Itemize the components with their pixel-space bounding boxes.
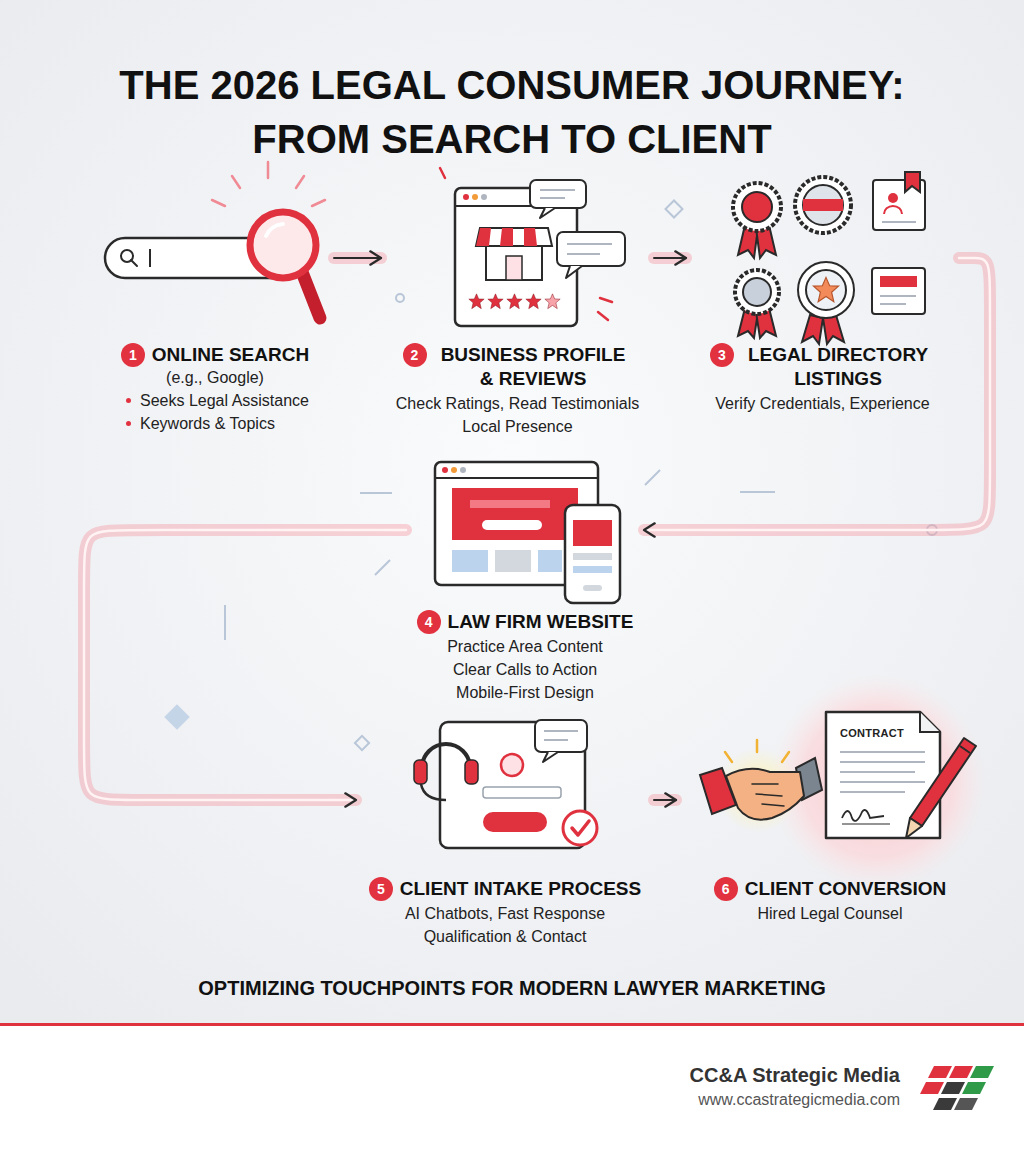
step-heading-row: 4 LAW FIRM WEBSITE bbox=[410, 610, 640, 634]
flow-arrow bbox=[84, 530, 406, 800]
step-heading: LEGAL DIRECTORY LISTINGS bbox=[741, 343, 935, 391]
brand-url: www.ccastrategicmedia.com bbox=[698, 1091, 900, 1109]
bullet-item: Keywords & Topics bbox=[126, 413, 275, 434]
flow-arrow bbox=[334, 257, 381, 259]
step-heading: LAW FIRM WEBSITE bbox=[448, 610, 634, 634]
footer-tagline: OPTIMIZING TOUCHPOINTS FOR MODERN LAWYER… bbox=[0, 977, 1024, 1000]
connector-group bbox=[84, 530, 406, 800]
step-description: Practice Area Content bbox=[447, 636, 603, 657]
profile-icon bbox=[440, 168, 625, 326]
flow-arrow bbox=[654, 799, 676, 801]
connector-glow bbox=[654, 252, 686, 264]
step-description: Mobile-First Design bbox=[456, 682, 594, 703]
step-heading-row: 5 CLIENT INTAKE PROCESS bbox=[360, 877, 650, 901]
step-number: 5 bbox=[369, 877, 393, 901]
step-description: AI Chatbots, Fast Response bbox=[405, 903, 605, 924]
step-heading: CLIENT INTAKE PROCESS bbox=[400, 877, 641, 901]
contract-title: CONTRACT bbox=[822, 727, 922, 739]
connector-glow bbox=[644, 258, 990, 530]
step-description: Qualification & Contact bbox=[424, 926, 587, 947]
journey-step: 5 CLIENT INTAKE PROCESSAI Chatbots, Fast … bbox=[360, 712, 650, 947]
step-description: Clear Calls to Action bbox=[453, 659, 597, 680]
connector-group bbox=[644, 258, 990, 530]
step-description: Hired Legal Counsel bbox=[758, 903, 903, 924]
step-number: 4 bbox=[417, 610, 441, 634]
directory-icon bbox=[733, 172, 925, 344]
connector-group bbox=[654, 258, 686, 259]
step-number: 2 bbox=[403, 343, 427, 367]
footer-band bbox=[0, 1026, 1024, 1154]
step-description: (e.g., Google) bbox=[166, 367, 264, 388]
connector-group bbox=[334, 258, 381, 259]
search-icon bbox=[105, 162, 325, 318]
bullet-item: Seeks Legal Assistance bbox=[126, 390, 309, 411]
step-number: 6 bbox=[714, 877, 738, 901]
website-icon bbox=[435, 462, 620, 603]
footer-rule bbox=[0, 1023, 1024, 1026]
brand-logo bbox=[920, 1066, 994, 1110]
journey-step: 6 CLIENT CONVERSIONHired Legal Counsel bbox=[680, 680, 980, 924]
connector-glow bbox=[84, 530, 406, 800]
diagram-title: THE 2026 LEGAL CONSUMER JOURNEY: FROM SE… bbox=[62, 58, 962, 166]
connector-group bbox=[654, 800, 676, 801]
step-heading-row: 1 ONLINE SEARCH bbox=[100, 343, 330, 367]
journey-step: 3 LEGAL DIRECTORY LISTINGSVerify Credenti… bbox=[690, 165, 955, 414]
journey-step: 2 BUSINESS PROFILE & REVIEWSCheck Ratings… bbox=[385, 165, 650, 437]
step-heading: CLIENT CONVERSION bbox=[745, 877, 947, 901]
flow-arrow bbox=[644, 258, 990, 530]
step-description: Local Presence bbox=[462, 416, 572, 437]
conversion-icon bbox=[700, 674, 986, 890]
step-heading: ONLINE SEARCH bbox=[152, 343, 309, 367]
page-ground bbox=[0, 0, 1024, 1026]
flow-arrow bbox=[654, 257, 686, 259]
intake-icon bbox=[414, 720, 597, 848]
step-heading: BUSINESS PROFILE & REVIEWS bbox=[434, 343, 633, 391]
step-number: 3 bbox=[710, 343, 734, 367]
step-heading-row: 3 LEGAL DIRECTORY LISTINGS bbox=[690, 343, 955, 391]
step-number: 1 bbox=[121, 343, 145, 367]
connector-glow bbox=[654, 794, 676, 806]
step-description: Check Ratings, Read Testimonials bbox=[396, 393, 639, 414]
brand-name: CC&A Strategic Media bbox=[690, 1064, 900, 1087]
step-description: Verify Credentials, Experience bbox=[715, 393, 929, 414]
step-heading-row: 2 BUSINESS PROFILE & REVIEWS bbox=[385, 343, 650, 391]
journey-step: 1 ONLINE SEARCH(e.g., Google)Seeks Legal … bbox=[100, 165, 330, 434]
journey-step: 4 LAW FIRM WEBSITEPractice Area ContentCl… bbox=[410, 455, 640, 703]
connector-glow bbox=[334, 252, 381, 264]
step-heading-row: 6 CLIENT CONVERSION bbox=[680, 877, 980, 901]
